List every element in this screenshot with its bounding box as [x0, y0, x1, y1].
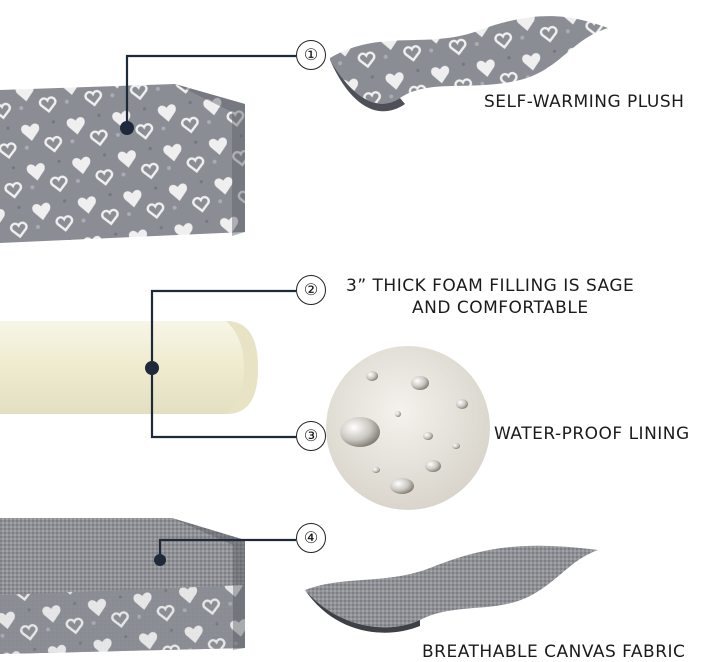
label-self-warming-plush: SELF-WARMING PLUSH [484, 92, 685, 112]
label-foam-filling-line1: 3” THICK FOAM FILLING IS SAGE [346, 276, 635, 296]
foam-cylinder-image [0, 321, 258, 414]
label-foam-filling-line2: AND COMFORTABLE [412, 298, 589, 318]
label-water-proof-lining: WATER-PROOF LINING [494, 424, 690, 444]
leader-dot-4 [154, 554, 166, 566]
canvas-swatch-image [305, 545, 598, 633]
number-badge-2: ② [296, 275, 326, 305]
leader-dot-2 [145, 361, 159, 375]
leader-line-1 [125, 54, 296, 128]
canvas-bed-image [0, 518, 245, 654]
leader-line-4 [158, 538, 296, 560]
waterproof-lining-image [326, 346, 490, 510]
plush-bed-image [0, 84, 245, 243]
number-badge-3: ③ [296, 421, 326, 451]
plush-swatch-image [330, 16, 608, 112]
number-badge-1: ① [296, 40, 326, 70]
water-droplets-icon [340, 371, 468, 494]
number-badge-4: ④ [296, 523, 326, 553]
label-breathable-canvas-fabric: BREATHABLE CANVAS FABRIC [422, 642, 686, 662]
leader-dot-1 [120, 121, 134, 135]
